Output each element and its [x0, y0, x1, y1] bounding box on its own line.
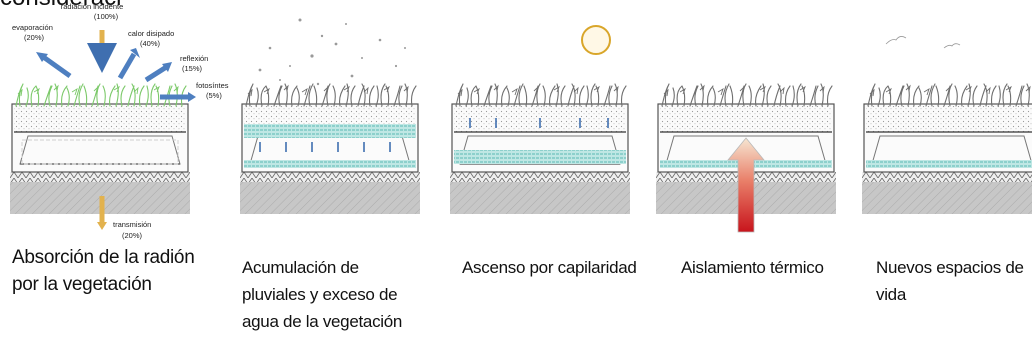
- label-radiacion-pct: (100%): [94, 12, 119, 21]
- label-calor: calor disipado: [128, 29, 174, 38]
- caption-insulation: Aislamiento térmico: [681, 258, 824, 277]
- capillary-arrows: [469, 118, 609, 128]
- panel-capillarity: [449, 25, 631, 215]
- caption-absorption: Absorción de la radión por la vegetación: [12, 247, 195, 295]
- evaporation-arrow: [40, 53, 72, 79]
- caption-rain: Acumulación de pluviales y exceso de agu…: [242, 258, 403, 331]
- caption-capillarity: Ascenso por capilaridad: [462, 258, 637, 277]
- bird-icon: [943, 43, 961, 49]
- label-transmision: transmisión: [113, 220, 151, 229]
- panel-rain-accumulation: [239, 18, 421, 215]
- sun-icon: [581, 25, 611, 55]
- panel-thermal-insulation: [655, 83, 837, 233]
- heat-arrow-icon: [727, 137, 765, 233]
- reflection-arrow: [144, 63, 170, 83]
- label-evaporacion: evaporación: [12, 23, 53, 32]
- top-cut-text: consideraci: [0, 0, 121, 12]
- label-fotosintes-pct: (5%): [206, 91, 222, 100]
- label-radiacion: radiación incidente: [61, 2, 124, 11]
- panel-absorption: radiación incidente (100%) evaporación (…: [9, 2, 229, 240]
- label-reflexion-pct: (15%): [182, 64, 203, 73]
- label-reflexion: reflexión: [180, 54, 208, 63]
- label-evaporacion-pct: (20%): [24, 33, 45, 42]
- rain-drops: [258, 18, 406, 86]
- label-calor-pct: (40%): [140, 39, 161, 48]
- bird-icon: [885, 36, 907, 45]
- label-transmision-pct: (20%): [122, 231, 143, 240]
- heat-arrow: [117, 52, 137, 80]
- label-fotosintes: fotosíntes: [196, 81, 229, 90]
- caption-living: Nuevos espacios de vida: [876, 258, 1024, 304]
- panel-new-living-spaces: [861, 36, 1032, 215]
- water-arrows: [259, 142, 391, 152]
